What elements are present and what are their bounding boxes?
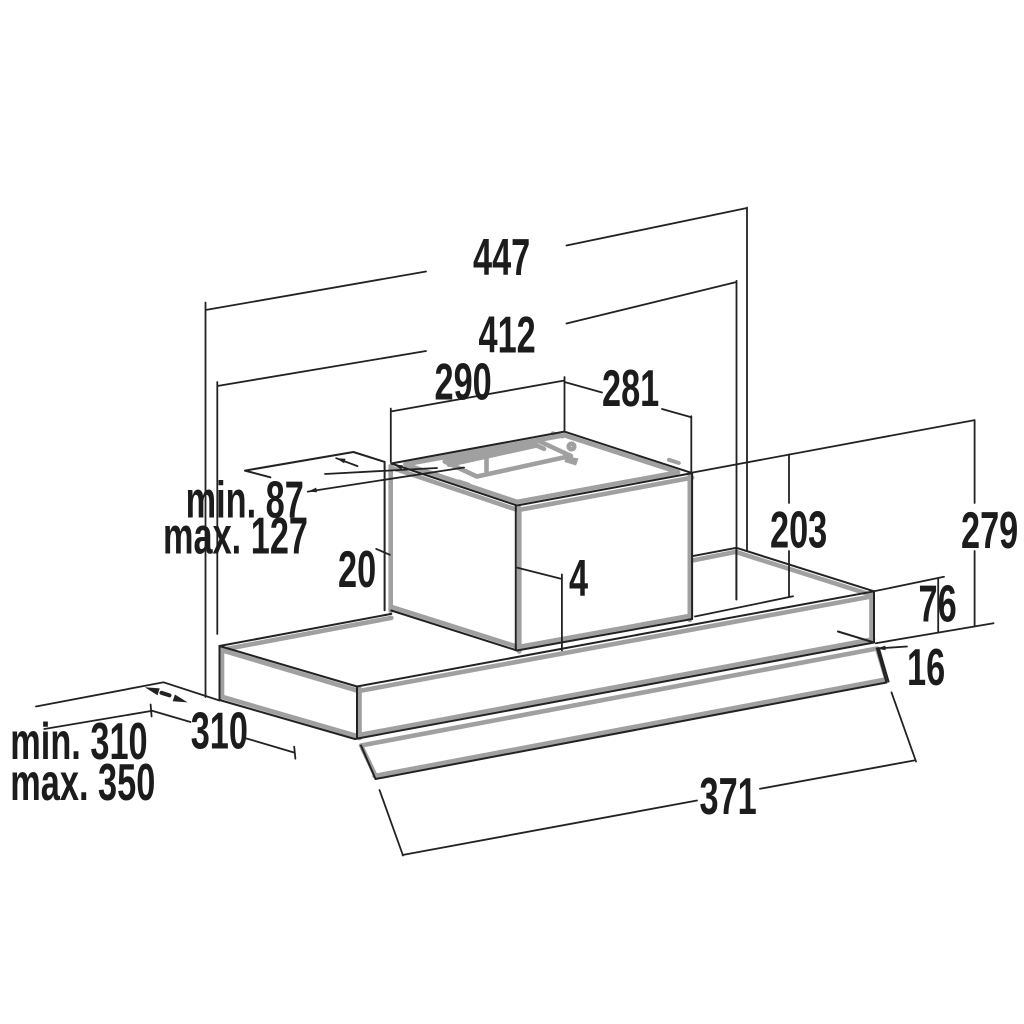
dim-76-lines bbox=[873, 575, 945, 634]
wall-bracket bbox=[244, 451, 386, 612]
dim-281-label: 281 bbox=[602, 360, 659, 418]
dim-203-label: 203 bbox=[770, 501, 827, 559]
dim-371-lines bbox=[378, 691, 917, 857]
duct-face-bottom-highlights bbox=[390, 604, 694, 650]
duct-bottom-edges bbox=[390, 609, 694, 652]
arrowheads bbox=[144, 458, 886, 703]
dim-447-label: 447 bbox=[473, 229, 530, 287]
depth-min-label: min. 310 bbox=[10, 713, 147, 771]
dim-279-lines bbox=[874, 419, 995, 645]
dim-279-label: 279 bbox=[961, 502, 1018, 560]
slab-bottom-edges bbox=[218, 630, 875, 740]
slab-front-face-highlights bbox=[354, 594, 876, 738]
wall-clearance-arrow-3 bbox=[307, 487, 317, 493]
dim-20-tick bbox=[375, 548, 391, 556]
depth-adjust-arrow-left bbox=[144, 687, 160, 696]
dim-203-lines bbox=[694, 453, 794, 618]
depth-plane-lines bbox=[35, 681, 221, 730]
dimension-lines bbox=[35, 206, 995, 857]
slab-vertical-edges bbox=[218, 546, 875, 740]
dim-412-label: 412 bbox=[479, 306, 536, 364]
slab-left-face-highlights bbox=[218, 647, 360, 738]
dim-290-lines bbox=[389, 376, 566, 463]
gray-highlight-edges bbox=[218, 431, 890, 779]
dimension-labels: 447 412 290 281 203 279 76 16 371 310 4 … bbox=[10, 229, 1018, 826]
slab-back-edge-highlights bbox=[218, 549, 739, 653]
wall-clearance-min-label: min. 87 bbox=[186, 471, 304, 529]
visor-thickness-arrow bbox=[876, 645, 886, 651]
wall-clearance-arrow-2 bbox=[393, 464, 403, 470]
dim-20-label: 20 bbox=[338, 541, 376, 599]
dim-281-lines bbox=[563, 381, 693, 474]
visor-top-highlight bbox=[358, 646, 880, 748]
vent-duct-collar bbox=[566, 441, 577, 452]
visor-bottom-highlight bbox=[372, 677, 888, 779]
dim-447-lines bbox=[204, 206, 748, 698]
duct-top-face-inset bbox=[402, 432, 681, 505]
dim-4-lines bbox=[516, 566, 563, 652]
visor-outline bbox=[360, 647, 890, 780]
dim-203-279-top-tick bbox=[691, 419, 976, 474]
dim-290-label: 290 bbox=[435, 353, 492, 411]
dim-310-label: 310 bbox=[191, 702, 248, 760]
dim-16-label: 16 bbox=[907, 639, 945, 697]
wall-clearance-arrow-1 bbox=[336, 458, 346, 464]
dim-76-label: 76 bbox=[919, 575, 957, 633]
depth-adjust-arrow-right bbox=[172, 694, 188, 703]
dim-412-lines bbox=[216, 279, 738, 635]
vent-inner-wall bbox=[446, 443, 547, 474]
slab-right-face-highlight bbox=[735, 550, 875, 598]
visor-end-highlights bbox=[359, 648, 890, 779]
duct-vertical-highlights bbox=[388, 463, 693, 654]
dim-4-label: 4 bbox=[569, 550, 588, 608]
depth-adjust-arrow-shaft bbox=[159, 690, 172, 698]
vent-opening-outline bbox=[442, 438, 574, 479]
slab-vertical-highlights bbox=[219, 590, 874, 741]
dim-371-label: 371 bbox=[700, 768, 757, 826]
dim-310-lines bbox=[149, 703, 297, 760]
wall-clearance-max-label: max. 127 bbox=[163, 507, 308, 565]
duct-vertical-edges bbox=[514, 472, 694, 652]
depth-max-label: max. 350 bbox=[10, 754, 155, 812]
duct-top-corner-slots bbox=[404, 431, 681, 487]
vent-damper-flap bbox=[564, 456, 579, 466]
